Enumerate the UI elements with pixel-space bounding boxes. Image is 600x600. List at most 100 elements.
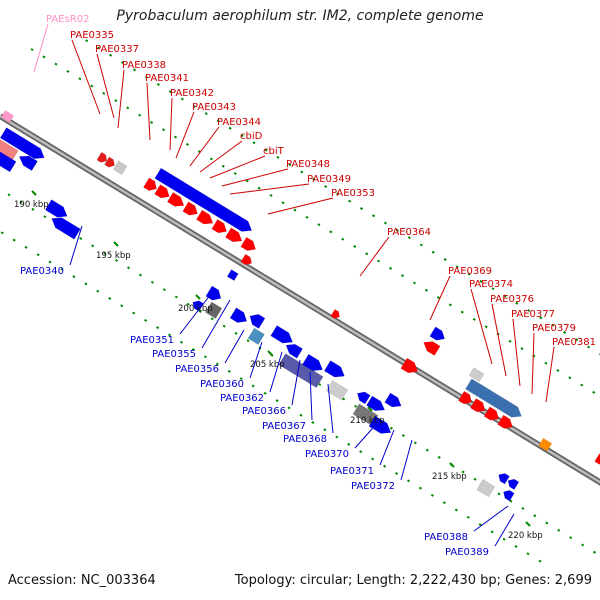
gene-PAEsR02: [0, 110, 15, 123]
gene-shape: [205, 301, 223, 319]
map-title: Pyrobaculum aerophilum str. IM2, complet…: [116, 8, 484, 24]
gene-label-top: PAE0349: [307, 174, 351, 185]
gene-label-top: PAE0335: [70, 30, 114, 41]
guide-dot: [161, 128, 166, 132]
guide-dot: [544, 361, 548, 365]
guide-dot: [84, 282, 88, 286]
gene-shape: [0, 127, 45, 159]
guide-dot: [515, 301, 519, 305]
guide-dot: [66, 69, 70, 73]
guide-dot: [436, 296, 440, 300]
guide-dot: [587, 345, 591, 349]
guide-dot: [210, 317, 214, 321]
gene-shape: [249, 313, 266, 329]
guide-dot: [568, 376, 572, 380]
gene-PAE0342: [154, 184, 170, 199]
guide-dot: [281, 201, 285, 205]
genome-backbone: [0, 113, 600, 486]
guide-dot: [377, 259, 381, 263]
guide-dot: [520, 347, 524, 351]
gene-PAE0351a: [192, 300, 204, 312]
scale-tick-mark: [525, 521, 531, 527]
label-leader: [221, 168, 289, 187]
gene-PAE0379: [497, 414, 513, 429]
gene-PAE0356: [229, 307, 248, 323]
label-leader: [189, 126, 220, 167]
gene-shape: [154, 167, 253, 232]
guide-dot: [275, 399, 279, 403]
guide-dot: [430, 493, 434, 497]
gene-PAE0351: [205, 285, 222, 301]
guide-dot: [126, 106, 130, 110]
guide-dot: [508, 339, 512, 343]
guide-dot: [437, 455, 441, 459]
gene-label-bottom: PAE0389: [445, 547, 489, 558]
guide-dot: [365, 252, 369, 256]
label-leader: [267, 197, 334, 215]
gene-shape: [229, 307, 248, 323]
guide-dot: [509, 499, 513, 503]
gene-PAE0349: [240, 236, 256, 251]
guide-dot: [593, 550, 597, 554]
gene-shape: [384, 392, 402, 408]
guide-dot: [592, 390, 596, 394]
guide-dot: [407, 236, 411, 240]
gene-label-top: PAE0369: [448, 266, 492, 277]
scale-tick-mark: [31, 190, 37, 196]
gene-shape: [285, 343, 303, 359]
label-leader: [169, 97, 173, 151]
guide-dot: [179, 340, 184, 344]
gene-shape: [368, 415, 392, 434]
label-leader: [146, 82, 151, 141]
guide-dot: [144, 318, 148, 322]
label-leader: [229, 183, 310, 195]
guide-dot: [514, 544, 518, 548]
gene-label-top: PAE0341: [145, 73, 189, 84]
label-leader: [71, 39, 101, 115]
gene-shape: [323, 360, 345, 378]
gene-label-bottom: PAE0340: [20, 266, 64, 277]
gene-label-bottom: PAE0370: [305, 449, 349, 460]
guide-dot: [240, 134, 244, 138]
guide-dot: [222, 324, 226, 328]
guide-dot: [156, 326, 160, 330]
guide-dot: [203, 355, 207, 359]
guide-dot: [144, 75, 148, 79]
gene-left-b: [0, 127, 45, 159]
guide-dot: [359, 450, 363, 454]
guide-dot: [448, 303, 452, 307]
guide-dot: [431, 250, 435, 254]
label-leader: [494, 513, 515, 547]
guide-dot: [252, 141, 256, 145]
guide-dot: [569, 536, 573, 540]
guide-dot: [466, 515, 470, 519]
guide-dot: [479, 279, 483, 283]
gene-shape: [330, 308, 340, 319]
guide-dot: [60, 267, 64, 271]
guide-dot: [150, 121, 154, 124]
guide-dot: [85, 39, 89, 43]
guide-dot: [347, 442, 351, 446]
guide-dot: [245, 179, 249, 183]
gene-PAE0362: [247, 327, 265, 345]
gene-label-bottom: PAE0366: [242, 406, 286, 417]
guide-dot: [491, 287, 495, 291]
label-leader: [269, 351, 283, 393]
guide-dot: [556, 369, 560, 372]
label-leader: [175, 111, 195, 159]
guide-dot: [246, 339, 250, 343]
gene-PAE0370: [323, 360, 345, 378]
guide-dot: [174, 295, 178, 299]
label-leader: [470, 288, 493, 365]
guide-dot: [43, 215, 47, 219]
guide-dot: [538, 559, 542, 563]
guide-dot: [126, 266, 131, 270]
gene-label-bottom: PAE0371: [330, 466, 374, 477]
guide-dot: [551, 323, 555, 327]
gene-cbiD: [196, 209, 214, 225]
guide-dot: [24, 245, 28, 249]
guide-dot: [406, 479, 411, 483]
label-leader: [429, 275, 451, 321]
gene-PAE0343: [167, 192, 185, 207]
backbone-inner: [0, 114, 600, 484]
